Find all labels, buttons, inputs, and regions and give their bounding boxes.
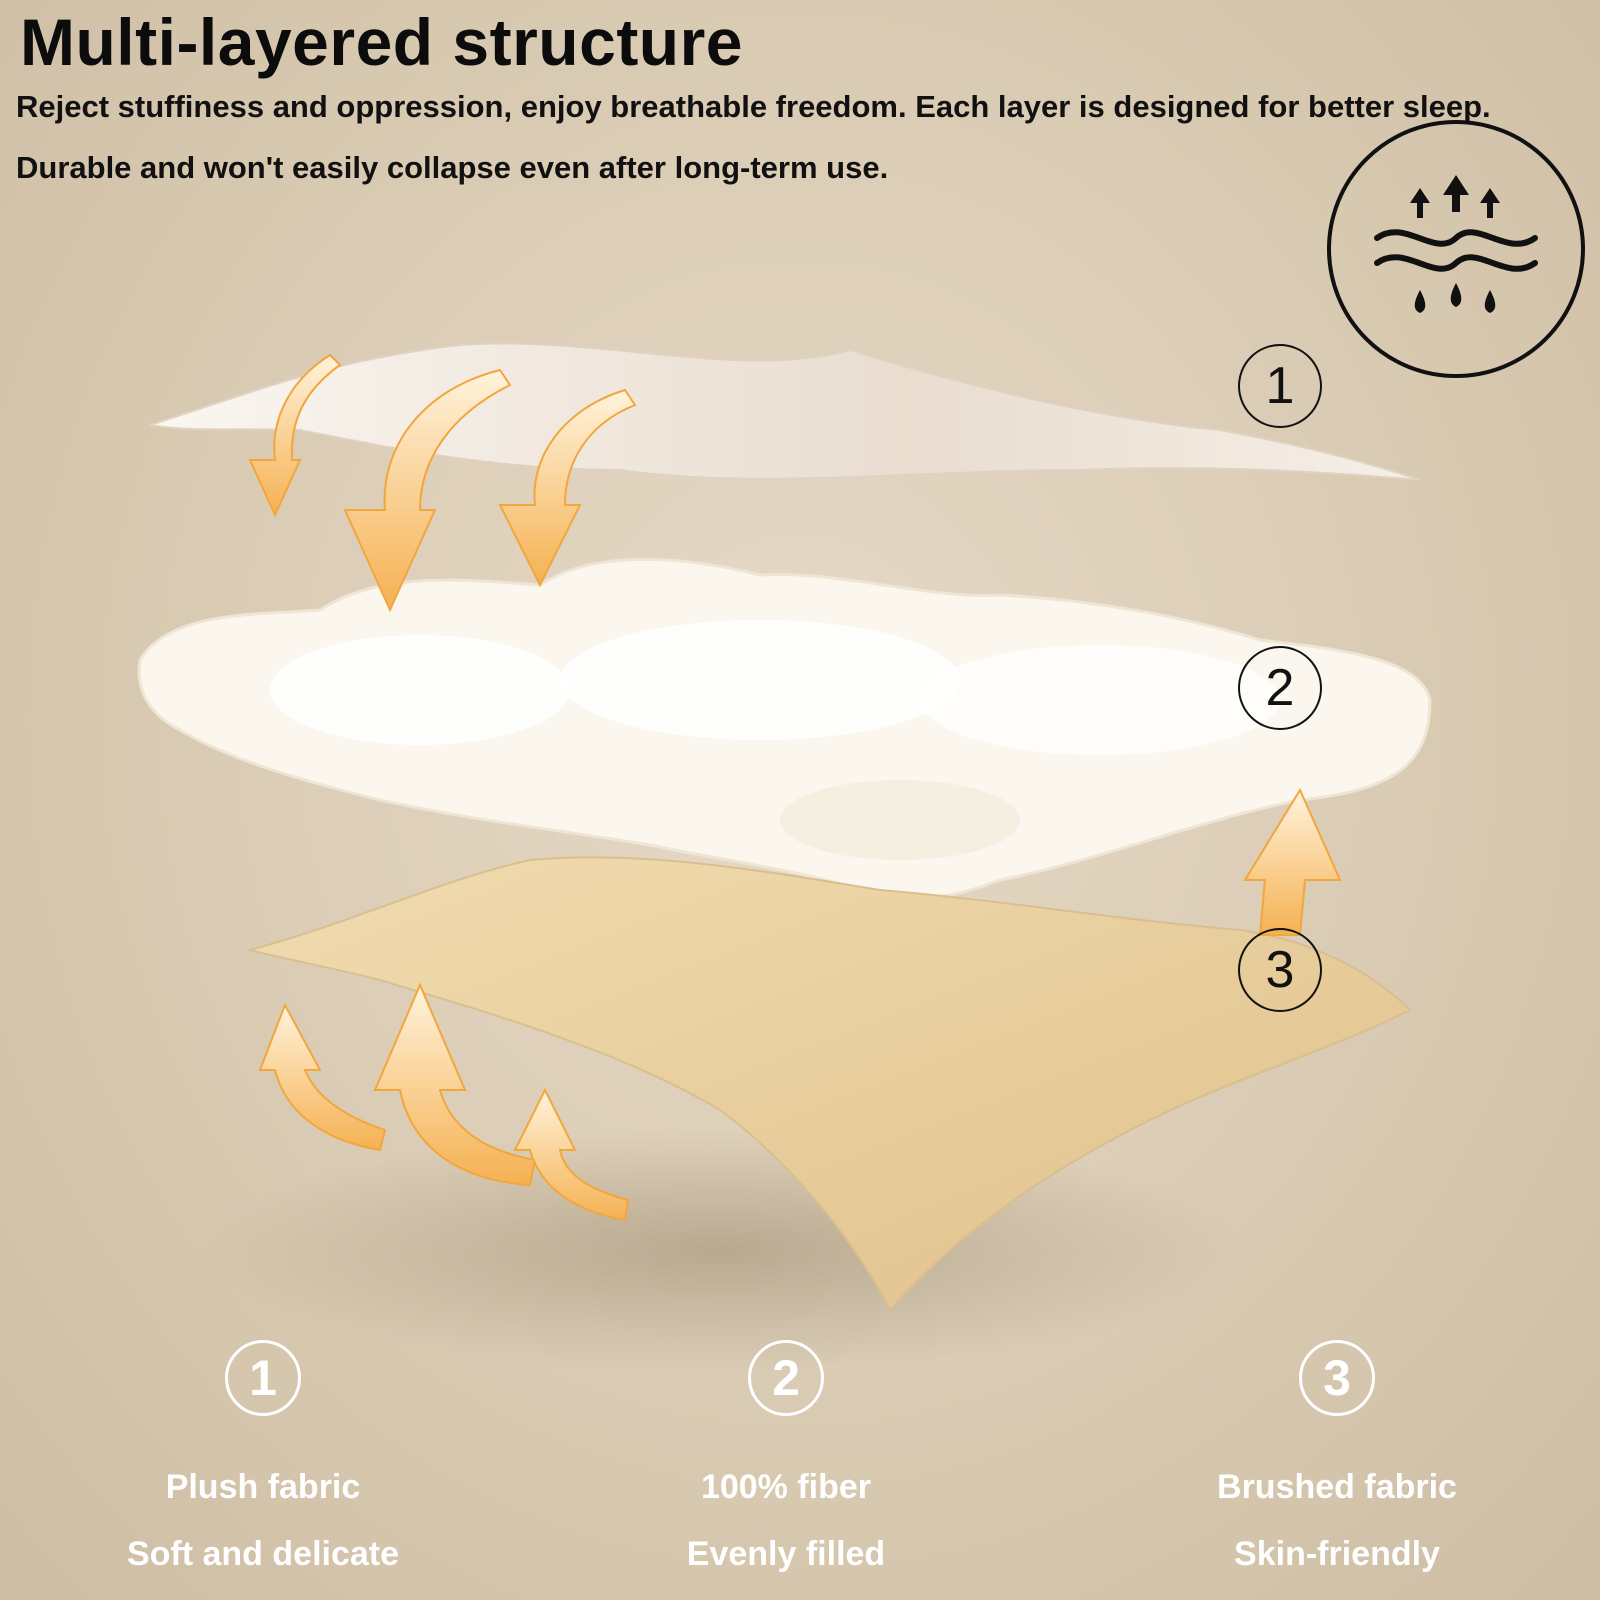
feature-brushed-fabric: 3 Brushed fabric Skin-friendly	[1147, 1340, 1527, 1574]
feature-number: 3	[1299, 1340, 1375, 1416]
layer-shadow	[200, 1130, 1240, 1370]
feature-fiber: 2 100% fiber Evenly filled	[596, 1340, 976, 1574]
page-title: Multi-layered structure	[20, 5, 743, 79]
feature-number: 1	[225, 1340, 301, 1416]
breathable-badge-icon	[1327, 120, 1585, 378]
feature-desc: Skin-friendly	[1234, 1535, 1440, 1573]
layer-label-3: 3	[1238, 928, 1322, 1012]
bottom-fabric-layer	[246, 856, 1412, 1312]
feature-name: Plush fabric	[165, 1468, 361, 1506]
feature-plush-fabric: 1 Plush fabric Soft and delicate	[73, 1340, 453, 1574]
layer-label-2: 2	[1238, 646, 1322, 730]
layer-label-1: 1	[1238, 344, 1322, 428]
feature-name: 100% fiber	[700, 1468, 872, 1506]
fiber-filling-layer	[137, 557, 1432, 901]
top-fabric-layer	[149, 342, 1421, 481]
feature-desc: Evenly filled	[686, 1535, 886, 1573]
feature-name: Brushed fabric	[1217, 1468, 1457, 1506]
page-subtitle: Reject stuffiness and oppression, enjoy …	[16, 89, 1491, 185]
feature-desc: Soft and delicate	[126, 1535, 400, 1573]
feature-number: 2	[748, 1340, 824, 1416]
airflow-arrow-icon	[248, 353, 1342, 1222]
